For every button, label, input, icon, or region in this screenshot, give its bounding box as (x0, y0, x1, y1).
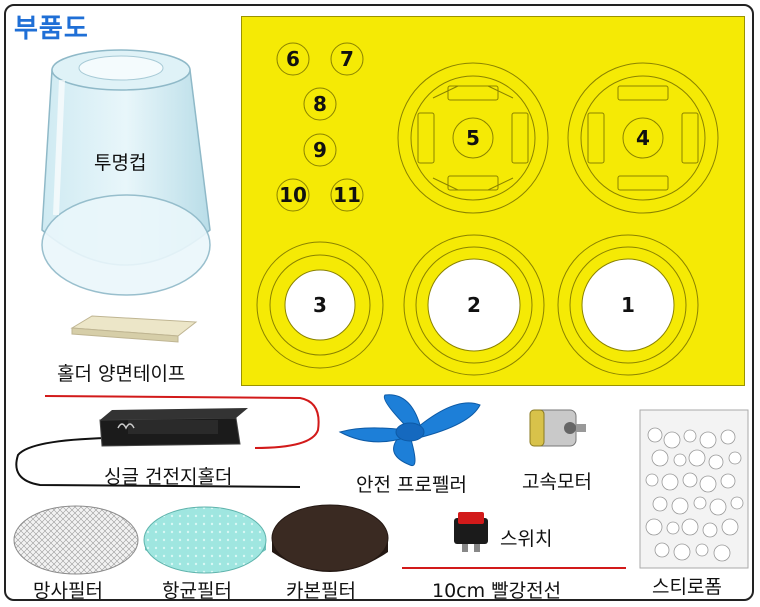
outer-frame (4, 4, 754, 601)
sheet-number-8: 8 (313, 92, 327, 116)
carbon-filter-label: 카본필터 (286, 580, 356, 602)
sheet-number-6: 6 (286, 47, 300, 71)
cup-label: 투명컵 (94, 152, 147, 174)
tape-label: 홀더 양면테이프 (57, 363, 186, 385)
styrofoam-label: 스티로폼 (652, 576, 722, 598)
sheet-number-5: 5 (466, 126, 480, 150)
motor-label: 고속모터 (522, 471, 592, 493)
antibacterial-filter-label: 항균필터 (162, 580, 232, 602)
sheet-number-3: 3 (313, 293, 327, 317)
sheet-number-11: 11 (333, 183, 361, 207)
sheet-number-10: 10 (279, 183, 307, 207)
sheet-number-4: 4 (636, 126, 650, 150)
sheet-number-1: 1 (621, 293, 635, 317)
wire-label: 10cm 빨강전선 (432, 580, 562, 602)
switch-label: 스위치 (500, 528, 553, 550)
sheet-number-2: 2 (467, 293, 481, 317)
battery-holder-label: 싱글 건전지홀더 (104, 466, 233, 488)
sheet-number-7: 7 (340, 47, 354, 71)
propeller-label: 안전 프로펠러 (356, 474, 467, 496)
sheet-number-9: 9 (313, 138, 327, 162)
page-title: 부품도 (14, 14, 89, 44)
mesh-filter-label: 망사필터 (33, 580, 103, 602)
